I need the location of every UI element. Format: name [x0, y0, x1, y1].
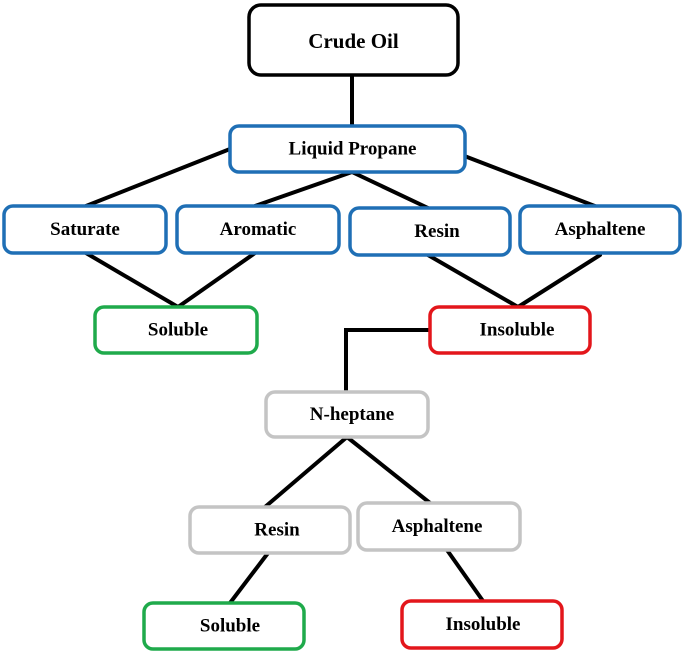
- connector-propane-to-saturate: [84, 147, 232, 208]
- connectors: [84, 74, 602, 605]
- connector-aromatic-to-soluble: [176, 251, 257, 309]
- soluble-1-box: [93, 305, 259, 355]
- resin-1-box: [348, 206, 512, 257]
- asphaltene-2-label: Asphaltene: [392, 516, 483, 537]
- connector-asphaltene-to-insoluble: [516, 253, 602, 309]
- resin-1-label: Resin: [414, 221, 460, 242]
- asphaltene-2-box: [356, 501, 522, 552]
- n-heptane-label: N-heptane: [310, 404, 394, 425]
- node-resin-1: Resin: [348, 206, 512, 257]
- node-asphaltene-2: Asphaltene: [356, 501, 522, 552]
- saturate-box: [2, 204, 168, 255]
- soluble-1-label: Soluble: [148, 320, 208, 341]
- connector-heptane-to-resin: [263, 435, 349, 509]
- connector-propane-to-asphaltene: [452, 150, 602, 210]
- node-soluble-2: Soluble: [142, 601, 306, 651]
- node-liquid-propane: Liquid Propane: [228, 124, 467, 174]
- node-asphaltene-1: Asphaltene: [518, 204, 682, 255]
- node-insoluble-1: Insoluble: [428, 305, 592, 355]
- crude-oil-box: [247, 3, 460, 77]
- insoluble-2-label: Insoluble: [446, 614, 521, 635]
- connector-resin-to-insoluble: [426, 253, 520, 309]
- connector-resin-to-soluble: [228, 551, 270, 605]
- asphaltene-1-box: [518, 204, 682, 255]
- aromatic-box: [175, 204, 341, 255]
- liquid-propane-label: Liquid Propane: [289, 139, 417, 160]
- connector-propane-to-aromatic: [253, 170, 354, 208]
- crude-oil-label: Crude Oil: [308, 29, 399, 53]
- insoluble-1-label: Insoluble: [480, 320, 555, 341]
- node-n-heptane: N-heptane: [264, 390, 430, 439]
- resin-2-label: Resin: [254, 520, 300, 541]
- insoluble-2-box: [400, 599, 564, 650]
- node-insoluble-2: Insoluble: [400, 599, 564, 650]
- connector-insoluble-to-heptane: [344, 328, 432, 394]
- insoluble-1-box: [428, 305, 592, 355]
- node-resin-2: Resin: [188, 505, 352, 555]
- node-saturate: Saturate: [2, 204, 168, 255]
- node-crude-oil: Crude Oil: [247, 3, 460, 77]
- n-heptane-box: [264, 390, 430, 439]
- aromatic-label: Aromatic: [220, 219, 297, 240]
- soluble-2-label: Soluble: [200, 616, 260, 637]
- soluble-2-box: [142, 601, 306, 651]
- connector-asphaltene-to-insoluble-2: [445, 548, 485, 603]
- resin-2-box: [188, 505, 352, 555]
- node-aromatic: Aromatic: [175, 204, 341, 255]
- asphaltene-1-label: Asphaltene: [555, 219, 646, 240]
- connector-heptane-to-asphaltene: [345, 435, 432, 505]
- liquid-propane-box: [228, 124, 467, 174]
- saturate-label: Saturate: [50, 219, 120, 240]
- node-soluble-1: Soluble: [93, 305, 259, 355]
- connector-propane-to-resin: [350, 170, 430, 210]
- connector-saturate-to-soluble: [84, 251, 180, 309]
